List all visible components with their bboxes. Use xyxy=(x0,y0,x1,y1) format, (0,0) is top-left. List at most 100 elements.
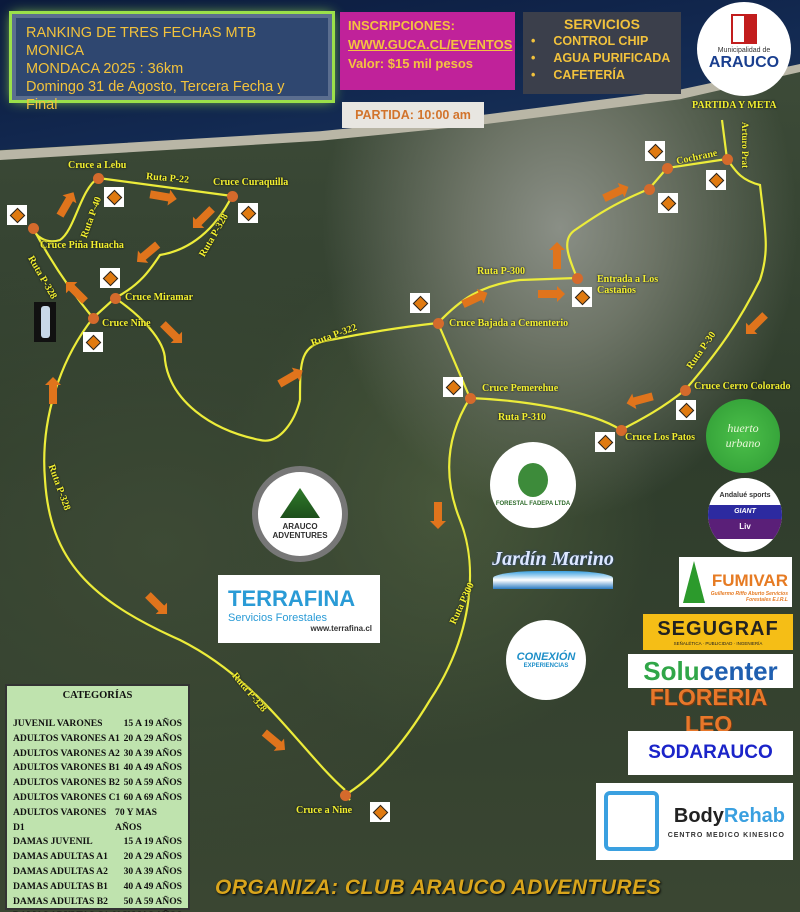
categoria-name: ADULTOS VARONES B2 xyxy=(13,777,120,789)
route-segment xyxy=(469,396,622,431)
center-text: center xyxy=(699,655,778,686)
node-dot xyxy=(616,425,627,436)
servicios-title: SERVICIOS xyxy=(564,16,640,32)
route-segment xyxy=(92,195,233,319)
tree-icon xyxy=(280,488,320,518)
tree-icon xyxy=(518,463,548,497)
servicio-item: CAFETERÍA xyxy=(531,67,673,84)
turn-sign-icon xyxy=(595,432,615,452)
organiza-footer: ORGANIZA: CLUB ARAUCO ADVENTURES xyxy=(215,876,662,899)
turn-sign-icon xyxy=(658,193,678,213)
wave-icon xyxy=(493,570,613,589)
categoria-ages: 20 A 29 AÑOS xyxy=(123,732,182,744)
turn-sign-icon xyxy=(706,170,726,190)
map-label: Ruta P-310 xyxy=(498,412,547,423)
event-title-line: Domingo 31 de Agosto, Tercera Fecha y xyxy=(26,79,285,95)
liv-text: Liv xyxy=(708,519,782,539)
fumivar-text: FUMIVAR xyxy=(711,571,788,590)
municipalidad-name: ARAUCO xyxy=(708,54,780,71)
route-segment xyxy=(684,119,767,391)
node-dot xyxy=(110,293,121,304)
partida-time: PARTIDA: 10:00 am xyxy=(342,102,484,128)
inscripciones-link[interactable]: WWW.GUCA.CL/EVENTOS xyxy=(348,37,513,52)
event-title-box: RANKING DE TRES FECHAS MTB MONICA MONDAC… xyxy=(12,14,332,113)
map-label: Ruta P-300 xyxy=(477,266,526,277)
categoria-ages: 15 A 19 AÑOS xyxy=(123,718,182,729)
servicio-item: CONTROL CHIP xyxy=(531,33,673,50)
categoria-name: DAMAS ADULTAS A1 xyxy=(13,851,108,863)
bodyrehab-logo: BodyRehab CENTRO MEDICO KINESICO xyxy=(596,783,793,860)
jardin-marino-logo: Jardín Marino xyxy=(478,538,628,598)
direction-arrow-icon xyxy=(553,249,561,269)
map-label: Cruce a Lebu xyxy=(68,160,127,171)
terrafina-sub: Servicios Forestales xyxy=(228,611,328,624)
jardin-marino-text: Jardín Marino xyxy=(492,547,614,570)
direction-arrow-icon xyxy=(49,384,57,404)
node-dot xyxy=(340,790,351,801)
categoria-row: ADULTOS VARONES D1 70 Y MAS AÑOS xyxy=(13,806,182,836)
event-title-line: MONDACA 2025 : 36km xyxy=(26,61,184,77)
bodyrehab-sub: CENTRO MEDICO KINESICO xyxy=(667,831,785,839)
node-dot xyxy=(572,273,583,284)
node-dot xyxy=(644,184,655,195)
categoria-ages: 70 Y MAS AÑOS xyxy=(115,806,157,833)
categoria-ages: 40 A 49 AÑOS xyxy=(123,880,182,892)
categoria-name: ADULTOS VARONES A2 xyxy=(13,747,120,759)
route-segment xyxy=(114,297,302,442)
categoria-row: DAMAS ADULTAS A1 20 A 29 AÑOS xyxy=(13,850,182,865)
categoria-name: ADULTOS VARONES D1 xyxy=(13,806,107,833)
conexion-text: CONEXIÓN xyxy=(516,651,576,663)
turn-sign-icon xyxy=(83,332,103,352)
segugraf-sub: SEÑALÉTICA · PUBLICIDAD · INGENIERÍA xyxy=(673,641,763,646)
body-text: Body xyxy=(673,804,724,827)
categoria-name: ADULTOS VARONES A1 xyxy=(13,732,120,744)
turn-sign-icon xyxy=(370,802,390,822)
terrafina-text: TERRAFINA xyxy=(228,585,356,611)
node-dot xyxy=(680,385,691,396)
map-label: Cruce Piña Huacha xyxy=(40,240,124,251)
categoria-row: JUVENIL VARONES 15 A 19 AÑOS xyxy=(13,717,182,732)
turn-sign-icon xyxy=(645,141,665,161)
map-label: Cruce Miramar xyxy=(125,292,194,303)
tree-icon xyxy=(683,561,705,603)
map-label: Cruce Bajada a Cementerio xyxy=(449,318,569,329)
arauco-adventures-text: ARAUCO ADVENTURES xyxy=(272,522,328,540)
map-label: Cruce Nine xyxy=(102,318,151,329)
arauco-adventures-logo: ARAUCO ADVENTURES xyxy=(252,466,348,562)
servicios-box: SERVICIOS CONTROL CHIP AGUA PURIFICADA C… xyxy=(523,12,681,94)
municipalidad-logo: Municipalidad de ARAUCO xyxy=(697,2,791,96)
turn-sign-icon xyxy=(443,377,463,397)
route-segment xyxy=(566,157,728,279)
node-dot xyxy=(227,191,238,202)
fumivar-sub: Guillermo Riffo Aburto Servicios Foresta… xyxy=(710,591,788,603)
terrafina-web: www.terrafina.cl xyxy=(310,623,373,633)
sodarauco-logo: SODARAUCO xyxy=(628,731,793,775)
terrafina-logo: TERRAFINA Servicios Forestales www.terra… xyxy=(218,575,380,643)
huerto-text: huerto urbano xyxy=(725,421,761,450)
map-label: Arturo Prat xyxy=(740,121,751,169)
segugraf-logo: SEGUGRAF SEÑALÉTICA · PUBLICIDAD · INGEN… xyxy=(643,614,793,650)
categoria-ages: 15 A 19 AÑOS xyxy=(123,836,182,848)
categoria-ages: 20 A 29 AÑOS xyxy=(123,851,182,863)
water-station-icon xyxy=(34,302,56,342)
categoria-name: DAMAS ADULTAS B2 xyxy=(13,895,108,907)
solu-text: Solu xyxy=(643,655,700,686)
categorias-title: CATEGORÍAS xyxy=(62,690,133,701)
huerto-urbano-logo: huerto urbano xyxy=(706,399,780,473)
node-dot xyxy=(88,313,99,324)
direction-arrow-icon xyxy=(434,502,442,522)
node-dot xyxy=(28,223,39,234)
direction-arrow-icon xyxy=(538,286,565,302)
categoria-name: JUVENIL VARONES xyxy=(13,718,103,729)
